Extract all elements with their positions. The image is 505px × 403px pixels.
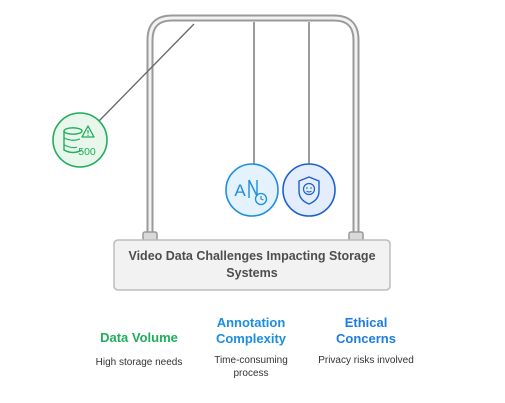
ethical-concerns-title: Ethical Concerns — [336, 315, 396, 346]
string-swinging — [98, 23, 195, 122]
data-volume-description: High storage needs — [95, 357, 183, 368]
shield-face-icon — [282, 163, 336, 217]
database-count-label: 500 — [78, 146, 96, 158]
annotation-complexity-description: Time-consuming process — [214, 355, 288, 379]
database-warning-icon: 500 — [52, 112, 108, 168]
base-label: Video Data Challenges Impacting Storage … — [128, 249, 376, 280]
annotation-letter: A — [234, 181, 246, 200]
cradle-base — [113, 239, 391, 291]
annotation-complexity-title: Annotation Complexity — [215, 315, 287, 346]
annotation-clock-icon: A — [225, 163, 279, 217]
ethical-concerns-description: Privacy risks involved — [318, 355, 414, 366]
data-volume-title: Data Volume — [100, 330, 178, 345]
